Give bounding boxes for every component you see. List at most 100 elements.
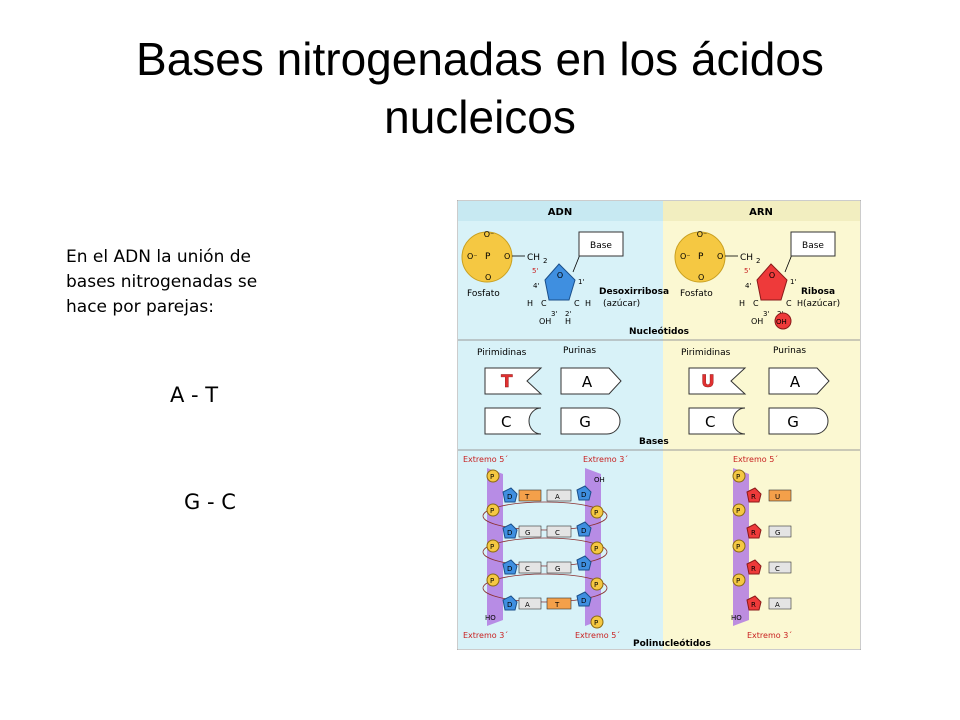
dna-left-strand: P D P D P D P D HO	[485, 469, 518, 622]
svg-text:H: H	[527, 299, 533, 308]
svg-text:CH: CH	[740, 253, 753, 263]
intro-line-2: bases nitrogenadas se	[66, 272, 258, 292]
base-t-letter: T	[501, 372, 513, 392]
dna-strand1-end3-label: Extremo 3´	[463, 630, 508, 640]
dna-right-strand: OH D P D P D P D P	[576, 476, 605, 629]
svg-text:P: P	[736, 473, 740, 481]
svg-text:OH: OH	[594, 476, 605, 484]
phosphate-o-top: O⁻	[484, 230, 495, 239]
dna-strand2-end3-label: Extremo 3´	[583, 454, 628, 464]
base-u-letter: U	[701, 372, 715, 392]
svg-text:O: O	[769, 271, 775, 280]
ch2-label-dna: CH	[527, 253, 540, 263]
bases-panel: Pirimidinas Purinas Pirimidinas Purinas …	[477, 346, 830, 447]
svg-text:D: D	[581, 491, 586, 499]
bases-label: Bases	[639, 437, 669, 447]
rna-strand: P R U P R G P R C P R A HO	[731, 469, 792, 622]
svg-text:T: T	[524, 493, 530, 501]
rna-strand-end3-label: Extremo 3´	[747, 630, 792, 640]
svg-text:D: D	[581, 527, 586, 535]
svg-text:P: P	[736, 577, 740, 585]
svg-text:H: H	[739, 299, 745, 308]
phosphate-label-dna: Fosfato	[467, 289, 500, 299]
svg-text:P: P	[594, 619, 598, 627]
svg-text:HO: HO	[485, 614, 496, 622]
base-c-letter-rna: C	[705, 413, 715, 431]
intro-text: En el ADN la unión de bases nitrogenadas…	[66, 245, 316, 320]
deoxyribose-label: Desoxirribosa	[599, 287, 669, 297]
svg-text:A: A	[525, 601, 530, 609]
svg-text:P: P	[594, 581, 598, 589]
base-g-letter-dna: G	[579, 413, 591, 431]
svg-text:U: U	[775, 493, 780, 501]
phosphate-o-bottom: O	[485, 273, 491, 282]
svg-text:R: R	[751, 529, 756, 537]
svg-text:P: P	[490, 577, 494, 585]
ribose-pentagon	[756, 263, 788, 301]
svg-text:D: D	[581, 597, 586, 605]
sugar-note-dna: (azúcar)	[603, 299, 640, 309]
nucleotide-dna: O⁻ O⁻ P O O Fosfato CH 2 O 5' 4' 1' 3' 2…	[461, 230, 669, 326]
dna-strand2-end5-label: Extremo 5´	[575, 630, 620, 640]
base-c-shape-rna	[688, 407, 746, 435]
base-a-shape-dna	[560, 367, 622, 395]
svg-text:H: H	[585, 299, 591, 308]
rna-strand-end5-label: Extremo 5´	[733, 454, 778, 464]
svg-text:C: C	[525, 565, 530, 573]
nucleotide-rna: O⁻ O⁻ P O O Fosfato CH 2 O 5' 4' 1' 3' 2…	[674, 230, 840, 330]
svg-text:C: C	[574, 299, 580, 308]
intro-line-1: En el ADN la unión de	[66, 247, 251, 267]
svg-text:4': 4'	[745, 282, 751, 290]
svg-text:H: H	[797, 299, 803, 308]
pyrimidines-label-dna: Pirimidinas	[477, 348, 527, 358]
polynucleotides-panel: Extremo 5´ Extremo 3´ Extremo 5´ P D P D…	[463, 454, 792, 649]
intro-line-3: hace por parejas:	[66, 297, 214, 317]
svg-text:T: T	[554, 601, 560, 609]
svg-text:P: P	[594, 545, 598, 553]
header-rna: ARN	[749, 207, 773, 218]
svg-text:C: C	[775, 565, 780, 573]
svg-text:O: O	[717, 252, 723, 261]
base-t-shape	[484, 367, 543, 395]
base-g-letter-rna: G	[787, 413, 799, 431]
pair-a-t: A - T	[170, 383, 219, 407]
base-label-rna: Base	[802, 241, 824, 251]
svg-text:OH: OH	[539, 317, 551, 326]
svg-text:5': 5'	[532, 267, 538, 275]
dna-base-pairs: T A G C C G A T	[518, 489, 572, 610]
phosphate-label-rna: Fosfato	[680, 289, 713, 299]
svg-text:G: G	[525, 529, 530, 537]
dna-header-bg	[458, 201, 663, 221]
svg-text:3': 3'	[763, 310, 769, 318]
dna-strand1-end5-label: Extremo 5´	[463, 454, 508, 464]
svg-text:D: D	[507, 529, 512, 537]
svg-text:R: R	[751, 601, 756, 609]
phosphate-circle-rna	[674, 231, 726, 283]
purines-label-dna: Purinas	[563, 346, 596, 356]
svg-text:OH: OH	[751, 317, 763, 326]
svg-text:O: O	[698, 273, 704, 282]
phosphate-circle-dna	[461, 231, 513, 283]
base-g-shape-rna	[768, 407, 829, 435]
svg-text:R: R	[751, 565, 756, 573]
svg-text:1': 1'	[790, 278, 796, 286]
svg-text:P: P	[736, 543, 740, 551]
ribose-label: Ribosa	[801, 287, 835, 297]
svg-text:2: 2	[756, 257, 760, 265]
svg-text:A: A	[555, 493, 560, 501]
header-dna: ADN	[548, 207, 572, 218]
svg-text:1': 1'	[578, 278, 584, 286]
base-c-letter-dna: C	[501, 413, 511, 431]
svg-text:OH: OH	[776, 318, 787, 326]
slide-title: Bases nitrogenadas en los ácidos nucleic…	[60, 30, 900, 146]
svg-text:C: C	[786, 299, 792, 308]
polynucleotides-label: Polinucleótidos	[633, 638, 711, 649]
base-label-dna: Base	[590, 241, 612, 251]
base-g-shape-dna	[560, 407, 621, 435]
svg-text:D: D	[507, 565, 512, 573]
svg-text:4': 4'	[533, 282, 539, 290]
slide-title-line-1: Bases nitrogenadas en los ácidos	[136, 33, 824, 85]
ch2-sub-dna: 2	[543, 257, 547, 265]
svg-text:A: A	[775, 601, 780, 609]
svg-text:O⁻: O⁻	[680, 252, 691, 261]
